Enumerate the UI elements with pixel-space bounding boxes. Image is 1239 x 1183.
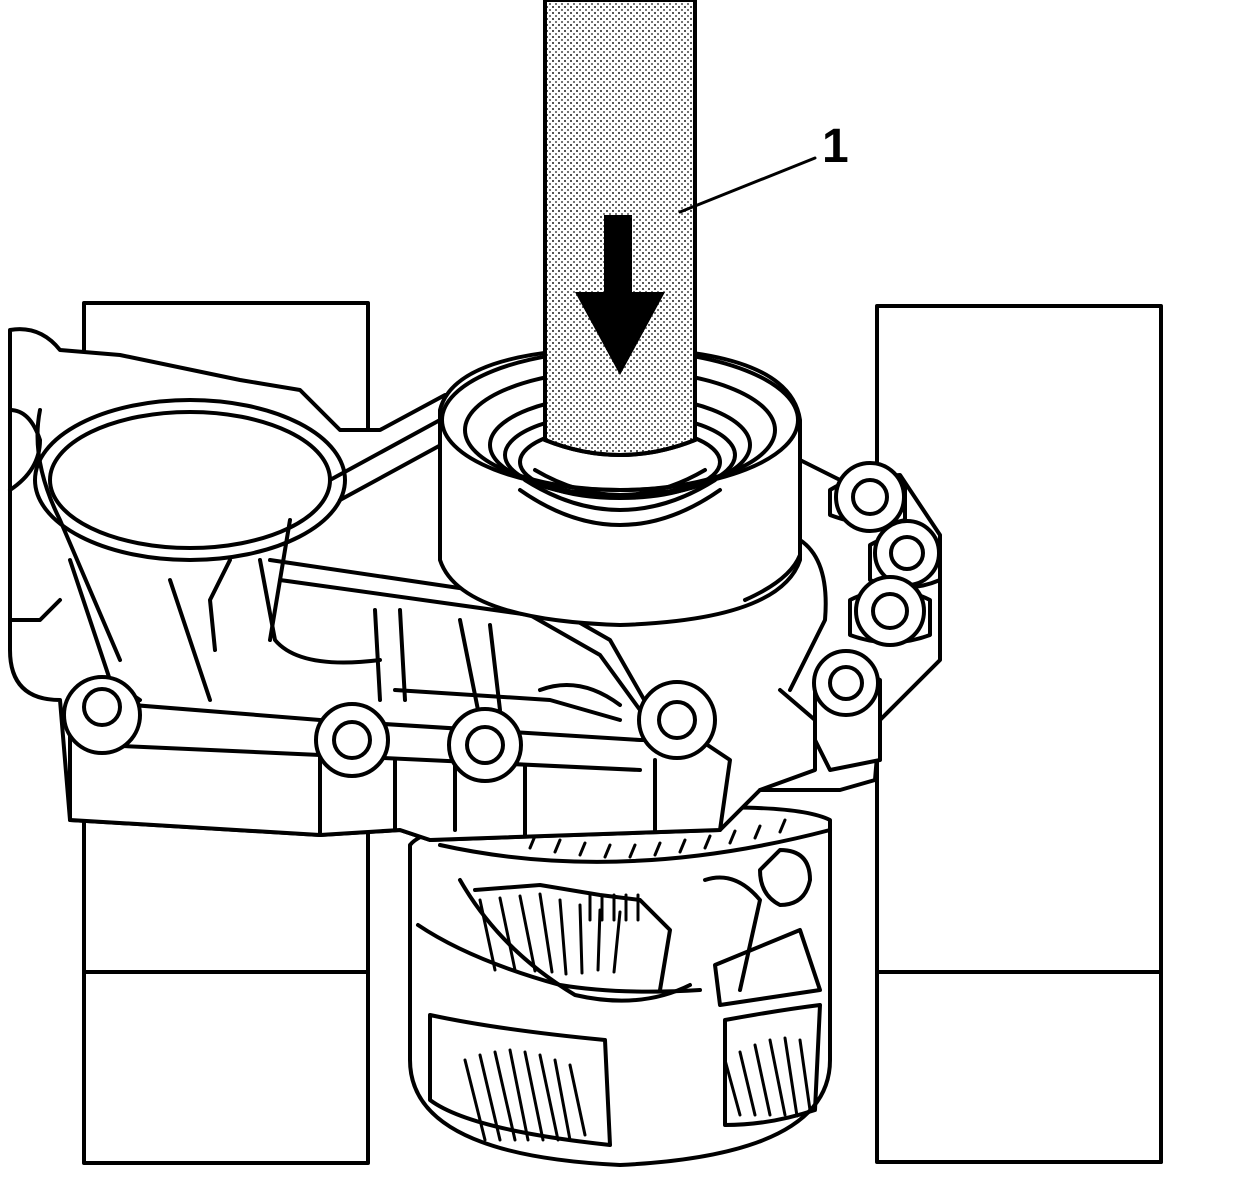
bolt-boss-5 [834,461,906,533]
bolt-boss-3 [447,707,523,783]
bolt-boss-7 [854,575,926,647]
differential-carrier [408,805,832,1167]
bolt-boss-2 [314,702,390,778]
arrow-down-icon [575,215,665,375]
bolt-boss-6 [873,519,941,587]
support-block-right [875,304,1163,1164]
bolt-boss-1 [62,675,142,755]
bolt-boss-8 [812,649,880,717]
transfer-case-housing [8,327,942,842]
bolt-boss-4 [637,680,717,760]
callout-1-label: 1 [822,120,849,173]
callout-1: 1 [678,120,849,214]
